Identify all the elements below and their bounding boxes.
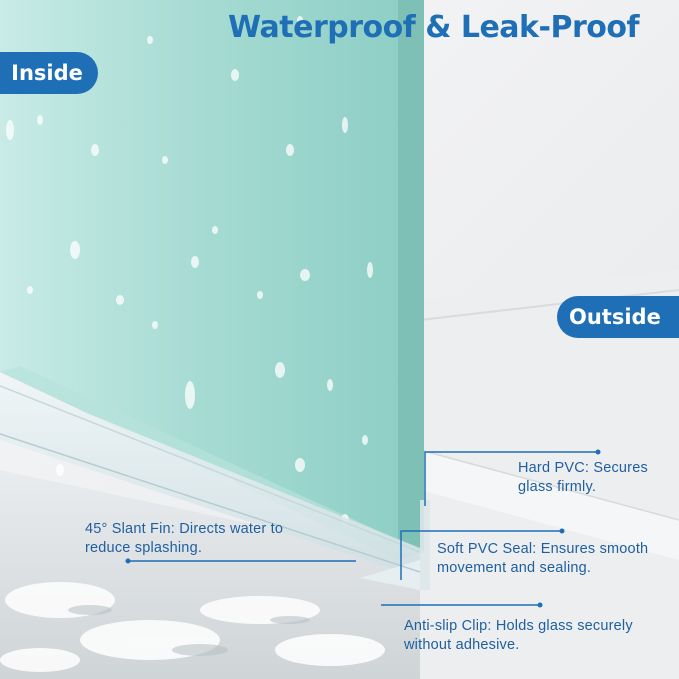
seal-top-line [0,385,421,553]
inside-badge: Inside [0,52,98,94]
callout-line-hard-pvc [424,451,598,506]
step-top [420,450,679,560]
floor-water-shadows [68,605,310,656]
callout-lines [125,449,601,608]
clip-profile [420,500,430,590]
seal-bottom-line [0,433,421,573]
glass-panel [0,0,398,560]
floor-tile-line [419,289,679,321]
callout-soft-pvc: Soft PVC Seal: Ensures smooth movement a… [437,541,649,576]
outside-badge: Outside [557,296,679,338]
callout-dot-soft-pvc [559,528,565,534]
water-drops [6,16,373,526]
step-edge [419,449,679,521]
callout-dot-anti-slip [537,602,543,608]
callout-hard-pvc: Hard PVC: Secures glass firmly. [518,460,648,495]
callout-dot-hard-pvc [595,449,601,455]
callout-dot-slant-fin [125,558,131,564]
glass-side-edge [398,0,424,560]
callout-anti-slip: Anti-slip Clip: Holds glass securely wit… [404,618,633,653]
callout-line-soft-pvc [400,530,562,580]
outside-floor [420,270,679,679]
headline: Waterproof & Leak-Proof [228,10,640,45]
callout-slant-fin: 45° Slant Fin: Directs water to reduce s… [85,521,284,556]
